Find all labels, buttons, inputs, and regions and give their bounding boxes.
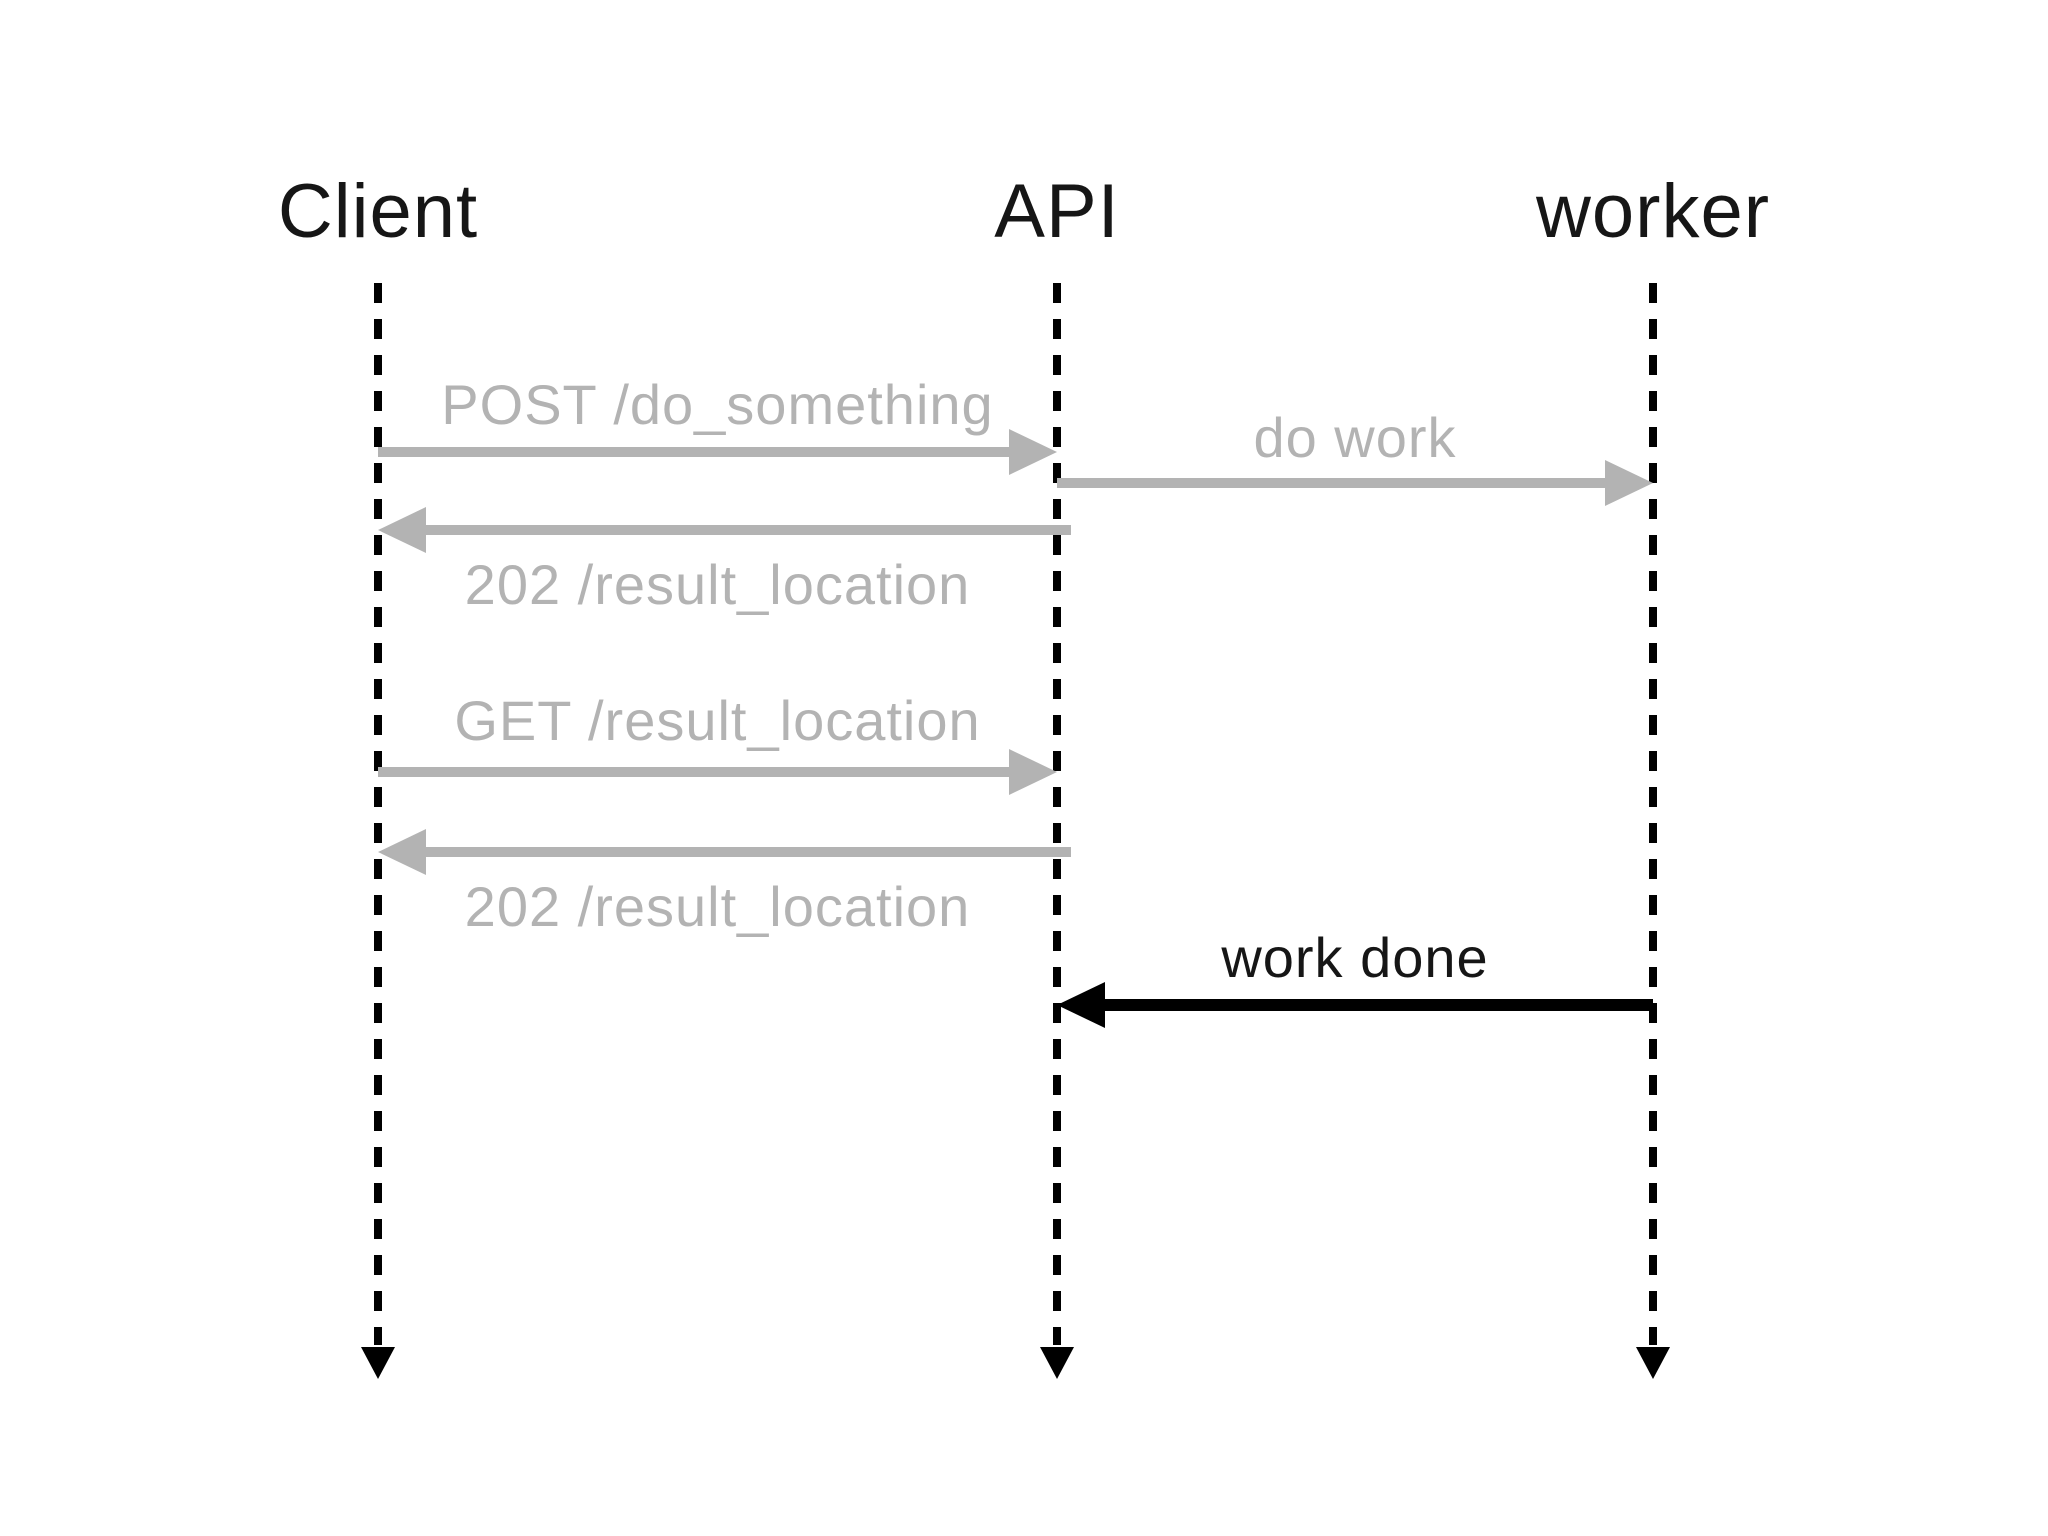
- message-label-202-result-location-1: 202 /result_location: [464, 553, 971, 616]
- message-arrow-do-work: [1057, 460, 1653, 506]
- arrowhead: [378, 507, 426, 553]
- lifeline-worker: [1649, 283, 1657, 1345]
- message-label-get-result-location: GET /result_location: [454, 689, 981, 752]
- arrow-shaft: [1093, 999, 1653, 1011]
- arrow-shaft: [378, 447, 1021, 457]
- arrowhead: [1009, 429, 1057, 475]
- arrow-shaft: [378, 767, 1021, 777]
- message-arrow-get-result-location: [378, 749, 1057, 795]
- message-label-post-do-something: POST /do_something: [441, 373, 994, 436]
- participant-label-worker: worker: [1535, 169, 1771, 254]
- participant-label-client: Client: [277, 169, 479, 254]
- arrow-shaft: [414, 847, 1071, 857]
- message-label-202-result-location-2: 202 /result_location: [464, 875, 971, 938]
- arrowhead: [1057, 982, 1105, 1028]
- arrowhead: [1009, 749, 1057, 795]
- lifeline-api: [1053, 283, 1061, 1345]
- arrowhead: [378, 829, 426, 875]
- message-arrow-post-do-something: [378, 429, 1057, 475]
- message-arrow-202-result-location-1: [378, 507, 1071, 553]
- arrowhead: [1605, 460, 1653, 506]
- message-label-do-work: do work: [1253, 406, 1457, 469]
- message-label-work-done: work done: [1221, 926, 1489, 989]
- lifeline-end-arrowhead-client: [361, 1347, 395, 1379]
- message-arrow-202-result-location-2: [378, 829, 1071, 875]
- arrow-shaft: [1057, 478, 1617, 488]
- lifeline-client: [374, 283, 382, 1345]
- message-arrow-work-done: [1057, 982, 1653, 1028]
- lifeline-end-arrowhead-worker: [1636, 1347, 1670, 1379]
- lifeline-end-arrowhead-api: [1040, 1347, 1074, 1379]
- arrow-shaft: [414, 525, 1071, 535]
- participant-label-api: API: [994, 169, 1120, 254]
